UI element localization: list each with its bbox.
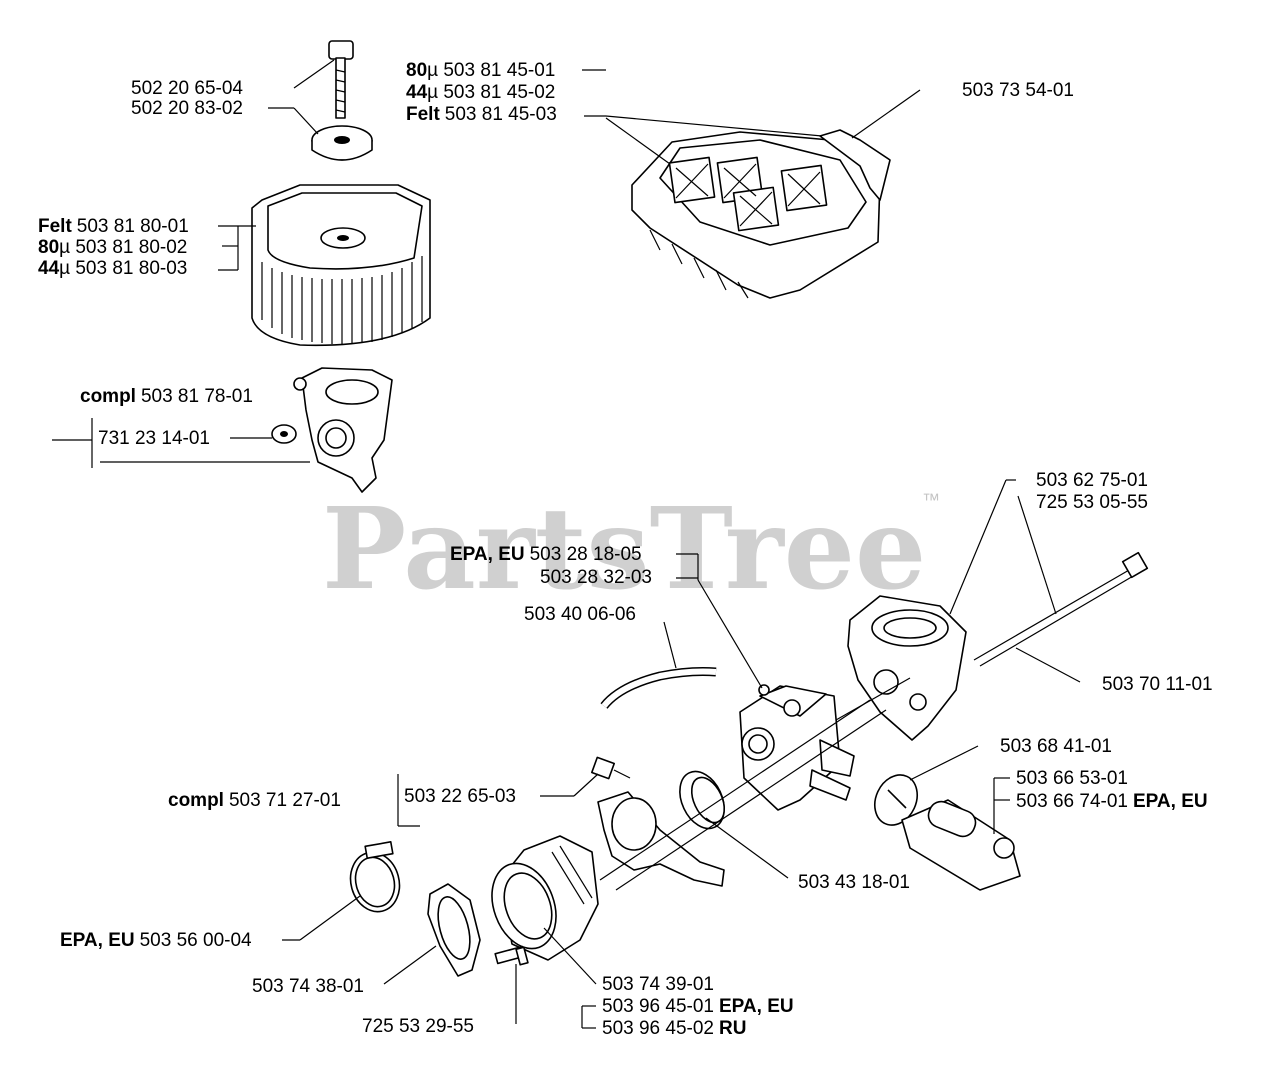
label-flange: 503 74 38-01 [252, 976, 364, 997]
watermark-text: PartsTree [322, 484, 926, 615]
label-carb-mount-1: 503 62 75-01 [1036, 470, 1148, 491]
label-cover-top: 503 73 54-01 [962, 80, 1074, 101]
label-filter-80: 80µ 503 81 80-02 [38, 237, 187, 258]
small-nut-part[interactable] [271, 424, 297, 444]
intake-manifold-part[interactable] [481, 835, 599, 961]
screw-part[interactable] [494, 945, 529, 966]
carburetor-mount-part[interactable] [847, 595, 967, 741]
choke-part[interactable] [867, 768, 925, 832]
lever-part[interactable] [901, 798, 1021, 891]
label-carb-std: 503 28 32-03 [540, 567, 652, 588]
long-rod-part[interactable] [973, 551, 1149, 667]
label-nut: 731 23 14-01 [98, 428, 210, 449]
label-bolt-1: 502 20 65-04 [131, 78, 243, 99]
air-filter-part[interactable] [251, 184, 431, 347]
leader-lines [52, 59, 1081, 1029]
clip-part[interactable] [591, 756, 615, 780]
fuel-hose-part[interactable] [600, 667, 717, 709]
label-cover-44: 44µ 503 81 45-02 [406, 82, 555, 103]
flange-part[interactable] [427, 883, 481, 977]
label-ring: 503 43 18-01 [798, 872, 910, 893]
filter-knob-part[interactable] [311, 125, 373, 161]
label-filter-44: 44µ 503 81 80-03 [38, 258, 187, 279]
label-manifold-1: 503 74 39-01 [602, 974, 714, 995]
label-clip: 503 22 65-03 [404, 786, 516, 807]
label-choke: 503 68 41-01 [1000, 736, 1112, 757]
label-carb-mount-2: 725 53 05-55 [1036, 492, 1148, 513]
ring-part[interactable] [671, 764, 733, 835]
label-bolt-2: 502 20 83-02 [131, 98, 243, 119]
label-fuel-hose: 503 40 06-06 [524, 604, 636, 625]
label-screw: 725 53 29-55 [362, 1016, 474, 1037]
label-cover-80: 80µ 503 81 45-01 [406, 60, 555, 81]
label-lever-1: 503 66 53-01 [1016, 768, 1128, 789]
label-rod: 503 70 11-01 [1102, 674, 1213, 695]
watermark-trademark: ™ [922, 490, 940, 510]
filter-cover-part[interactable] [631, 129, 891, 299]
filter-holder-part[interactable] [293, 367, 393, 493]
bolt-part[interactable] [328, 40, 354, 119]
hose-clamp-part[interactable] [344, 841, 406, 917]
